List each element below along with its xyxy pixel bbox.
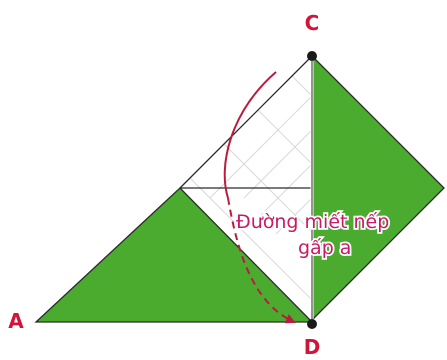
point-c-label: C xyxy=(305,11,320,35)
right-green-flap xyxy=(311,54,445,322)
point-a-label: A xyxy=(8,309,24,333)
point-c-dot xyxy=(307,51,317,61)
point-d-label: D xyxy=(304,335,321,359)
fold-arrow-dashed xyxy=(227,197,296,324)
point-d-dot xyxy=(307,319,317,329)
crease-label-line2: gấp a xyxy=(298,237,351,259)
left-green-triangle xyxy=(34,187,314,323)
fold-arrow-solid xyxy=(223,71,277,199)
crease-label-line1: Đường miết nếp xyxy=(236,211,389,233)
white-fold-outline xyxy=(179,55,313,189)
